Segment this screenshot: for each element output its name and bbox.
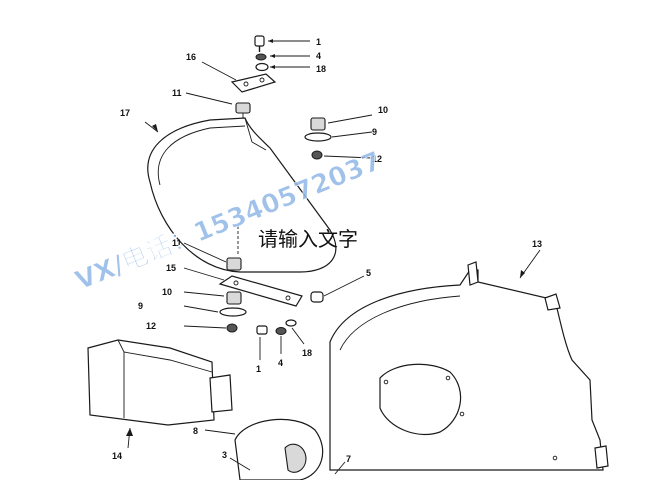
- overlay-caption: 请输入文字: [258, 227, 358, 251]
- callout-label: 11: [172, 238, 182, 248]
- callout-label: 7: [346, 454, 351, 464]
- belt-guard-cover: [144, 117, 337, 273]
- callout-label: 10: [378, 105, 388, 115]
- callout-label: 4: [278, 358, 283, 368]
- upper-nut: [185, 92, 251, 122]
- callout-label: 9: [372, 127, 377, 137]
- callout-label: 8: [193, 426, 198, 436]
- callout-label: 4: [316, 51, 321, 61]
- callout-label: 12: [372, 154, 382, 164]
- callout-label: 18: [316, 64, 326, 74]
- middle-hardware-stack: [183, 226, 365, 333]
- lower-bolt-stack: [256, 319, 305, 360]
- upper-bracket: [201, 61, 277, 93]
- blower-housing: [329, 249, 609, 471]
- top-bolt-stack: [254, 35, 310, 72]
- callout-label: 14: [112, 451, 122, 461]
- callout-label: 18: [302, 348, 312, 358]
- callout-label: 1: [316, 37, 321, 47]
- callout-label: 13: [532, 239, 542, 249]
- callout-label: 3: [222, 450, 227, 460]
- callout-label: 9: [138, 301, 143, 311]
- callout-label: 5: [366, 268, 371, 278]
- callout-label: 1: [256, 364, 261, 374]
- callout-labels: 1 4 18 16 11 17 10 9 12 11 15 5 10 9 12 …: [112, 37, 542, 464]
- callout-label: 15: [166, 263, 176, 273]
- callout-label: 11: [172, 88, 182, 98]
- right-hardware-stack: [304, 114, 373, 160]
- callout-label: 16: [186, 52, 196, 62]
- callout-label: 10: [162, 287, 172, 297]
- callout-label: 17: [120, 108, 130, 118]
- pulley-ring: [204, 418, 346, 480]
- motor-cover: [87, 339, 233, 449]
- callout-label: 12: [146, 321, 156, 331]
